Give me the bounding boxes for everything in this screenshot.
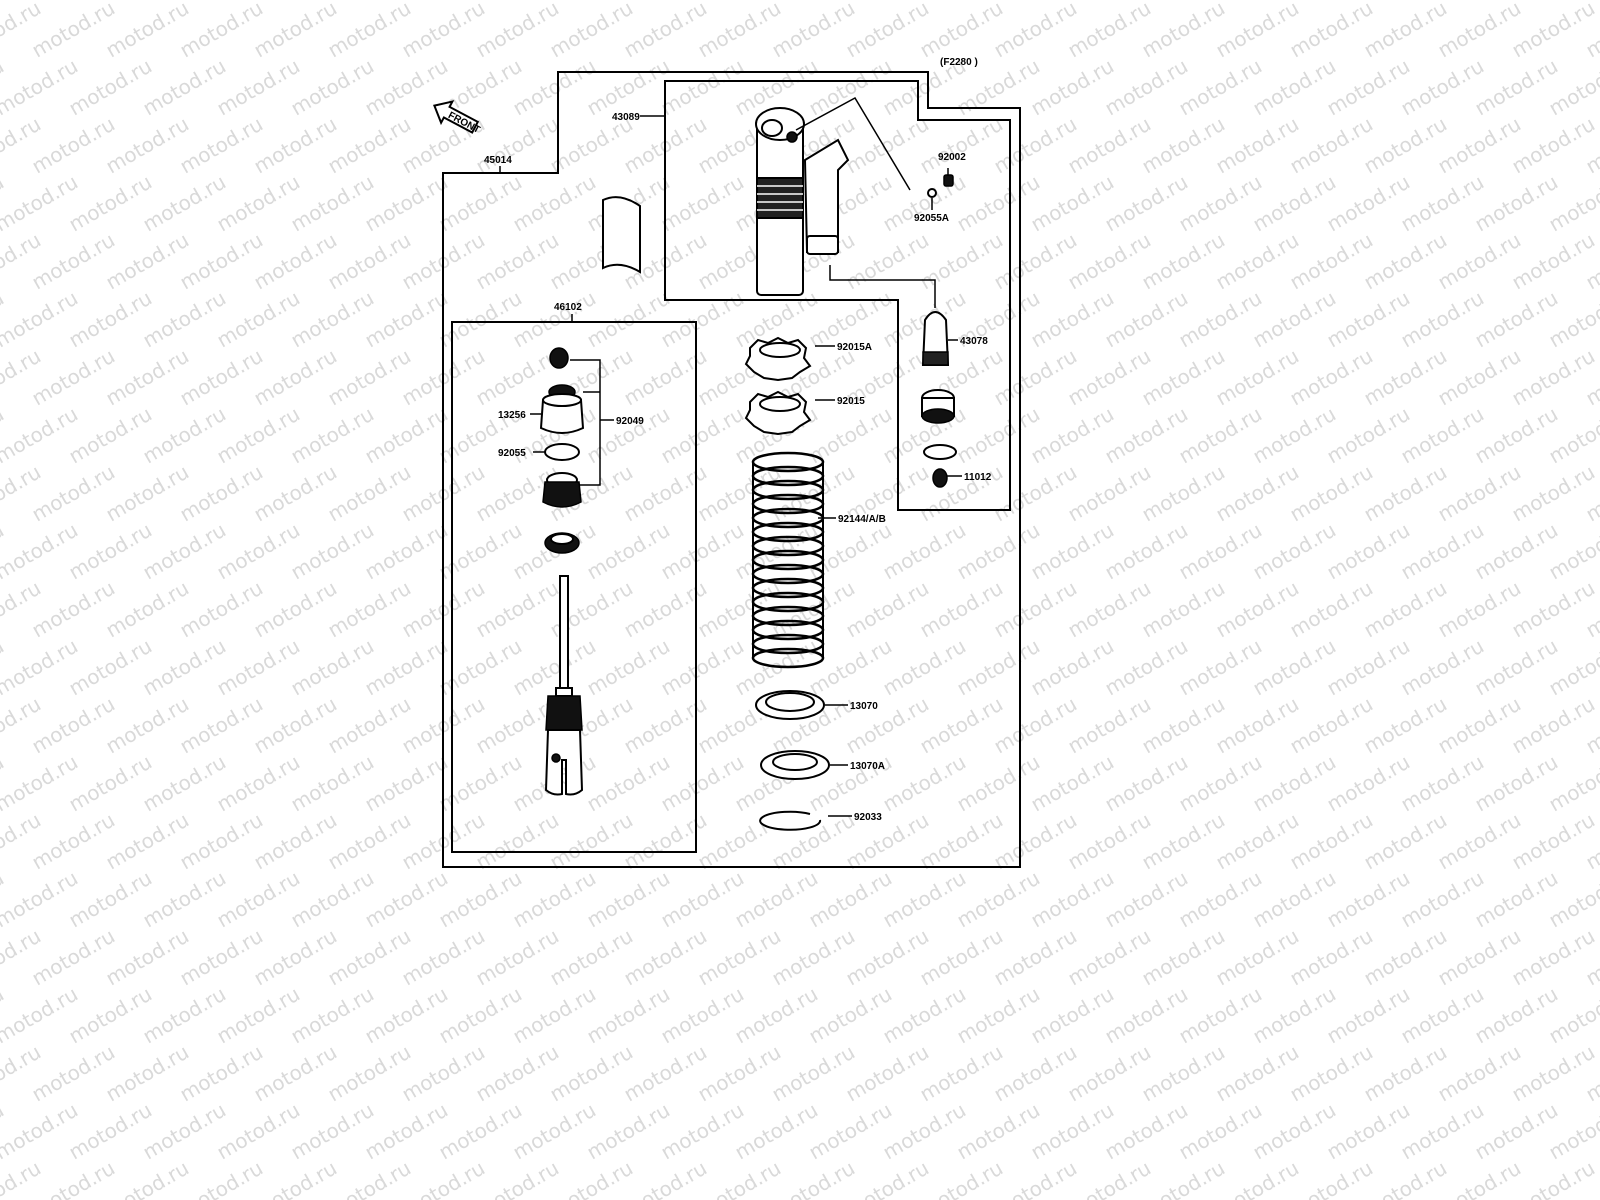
label-92055: 92055 bbox=[498, 448, 526, 459]
shock-body bbox=[755, 107, 805, 296]
o-ring-92055 bbox=[544, 443, 580, 461]
label-13070: 13070 bbox=[850, 701, 878, 712]
spring-seat-13070A bbox=[760, 750, 830, 780]
cap-nut bbox=[549, 347, 569, 369]
damper-bushing bbox=[542, 472, 582, 508]
label-11012: 11012 bbox=[964, 472, 992, 483]
label-45014: 45014 bbox=[484, 155, 512, 166]
bolt-92002 bbox=[943, 174, 954, 187]
label-92015: 92015 bbox=[837, 396, 865, 407]
washer-92055A bbox=[927, 188, 937, 198]
label-43089: 43089 bbox=[612, 112, 640, 123]
front-arrow-icon: FRONT bbox=[433, 100, 482, 136]
lock-nut-92015 bbox=[744, 390, 812, 436]
label-92144: 92144/A/B bbox=[838, 514, 886, 525]
reservoir-boundary bbox=[664, 80, 1011, 511]
label-92015A: 92015A bbox=[837, 342, 872, 353]
reservoir-cylinder bbox=[786, 131, 850, 255]
label-13256: 13256 bbox=[498, 410, 526, 421]
assembly-boundary bbox=[442, 71, 1021, 868]
coil-spring-92144 bbox=[751, 451, 825, 669]
label-13070A: 13070A bbox=[850, 761, 885, 772]
diagram-code: (F2280 ) bbox=[940, 57, 978, 68]
label-92049: 92049 bbox=[616, 416, 644, 427]
spring-seat-13070 bbox=[755, 690, 825, 720]
lock-nut-92015A bbox=[744, 336, 812, 382]
circlip-92033 bbox=[759, 810, 822, 831]
spring-coil bbox=[751, 647, 825, 669]
heat-shield bbox=[602, 196, 641, 274]
reservoir-bladder bbox=[921, 389, 955, 424]
cap-bottom-11012 bbox=[932, 468, 948, 488]
label-92055A: 92055A bbox=[914, 213, 949, 224]
label-92002: 92002 bbox=[938, 152, 966, 163]
piston-rod bbox=[544, 575, 584, 796]
label-46102: 46102 bbox=[554, 302, 582, 313]
label-92033: 92033 bbox=[854, 812, 882, 823]
label-43078: 43078 bbox=[960, 336, 988, 347]
reservoir-cap-43078 bbox=[921, 311, 950, 366]
rubber-bumper-13256 bbox=[539, 384, 585, 434]
oil-seal bbox=[544, 532, 580, 554]
damper-boundary bbox=[451, 321, 697, 853]
reservoir-o-ring bbox=[923, 444, 957, 460]
